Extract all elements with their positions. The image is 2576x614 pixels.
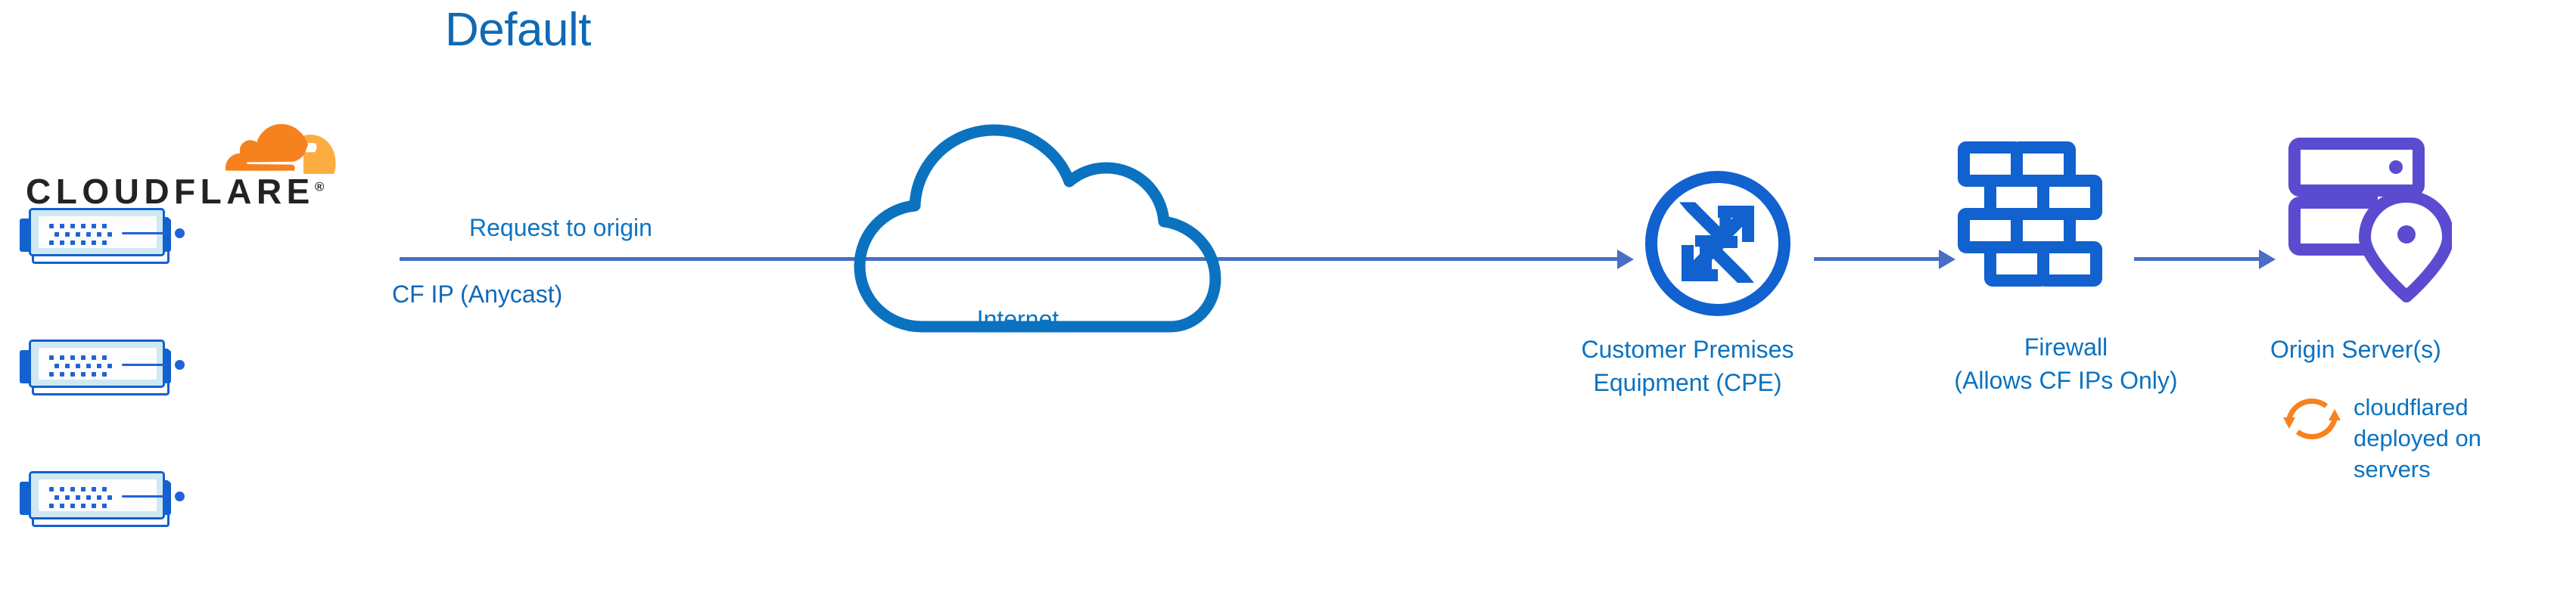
server-rack-panel	[39, 216, 185, 248]
server-rack-panel	[39, 479, 185, 511]
server-rack-slot	[122, 495, 169, 498]
cloudflared-label: cloudflared deployed on servers	[2354, 394, 2481, 482]
router-icon	[1642, 168, 1794, 319]
cpe-label: Customer Premises Equipment (CPE)	[1581, 336, 1794, 396]
connector-cpe-to-firewall-line	[1814, 257, 1943, 261]
cloudflare-cloud-logo-icon	[197, 104, 341, 174]
origin-server-label: Origin Server(s)	[2270, 336, 2441, 363]
server-rack-slot	[122, 364, 169, 366]
server-rack-ports-icon	[49, 355, 113, 377]
connector-cpe-to-firewall-arrowhead	[1939, 250, 1955, 269]
cloudflare-wordmark-text: CLOUDFLARE	[26, 172, 315, 211]
sync-arrows-icon	[2279, 386, 2344, 451]
internet-cloud-icon	[840, 113, 1271, 333]
internet-label: Internet	[976, 305, 1059, 333]
registered-mark: ®	[314, 179, 325, 194]
server-rack-panel	[39, 348, 185, 380]
server-rack-led-icon	[175, 228, 185, 238]
server-rack-1	[20, 208, 185, 265]
page-title: Default	[445, 4, 591, 56]
server-rack-2	[20, 340, 185, 397]
server-rack-body	[29, 340, 185, 388]
server-rack-led-icon	[175, 492, 185, 501]
server-rack-body	[29, 208, 185, 256]
server-location-pin-icon	[2285, 136, 2454, 302]
connector-edge-to-cpe-arrowhead	[1617, 250, 1634, 269]
cloudflare-logo: CLOUDFLARE®	[21, 104, 341, 211]
connector-label-request-to-origin: Request to origin	[469, 214, 652, 241]
connector-firewall-to-origin-arrowhead	[2259, 250, 2276, 269]
server-rack-slot	[122, 232, 169, 234]
server-rack-body	[29, 471, 185, 519]
connector-firewall-to-origin-line	[2134, 257, 2263, 261]
firewall-label: Firewall (Allows CF IPs Only)	[1954, 333, 2178, 394]
server-rack-3	[20, 471, 185, 529]
connector-edge-to-cpe-line	[400, 257, 1621, 261]
cloudflare-wordmark: CLOUDFLARE®	[26, 171, 324, 212]
server-rack-led-icon	[175, 360, 185, 370]
server-rack-ports-icon	[49, 224, 113, 245]
server-rack-ports-icon	[49, 487, 113, 508]
brick-wall-icon	[1956, 140, 2108, 306]
cf-ip-anycast-label: CF IP (Anycast)	[392, 281, 563, 308]
